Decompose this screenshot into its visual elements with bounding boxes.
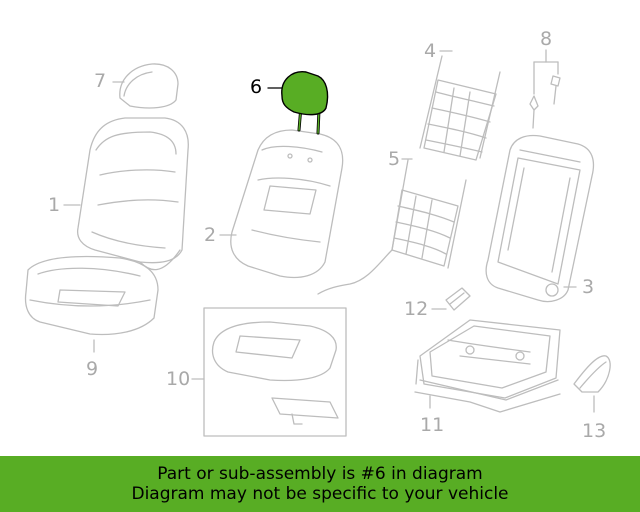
parts-diagram: 7 1 2 6 4 5 8 3 12 9 10 11 13 bbox=[24, 28, 611, 442]
part-11-seat-track bbox=[414, 319, 561, 413]
part-8-bolts bbox=[529, 75, 561, 129]
callout-5[interactable]: 5 bbox=[388, 148, 401, 170]
callout-13[interactable]: 13 bbox=[582, 420, 607, 442]
callout-7[interactable]: 7 bbox=[94, 70, 107, 92]
leader-lines bbox=[63, 49, 595, 413]
part-3-seat-back-frame bbox=[485, 134, 595, 303]
part-7-headrest bbox=[119, 63, 179, 109]
callout-4[interactable]: 4 bbox=[424, 40, 437, 62]
callout-1[interactable]: 1 bbox=[48, 194, 61, 216]
part-13-side-shield bbox=[573, 355, 611, 393]
part-5-lower-suspension bbox=[317, 159, 467, 295]
callout-8[interactable]: 8 bbox=[540, 28, 553, 50]
diagram-artwork bbox=[24, 49, 611, 437]
part-6-headrest-highlighted bbox=[281, 71, 329, 135]
part-4-upper-suspension bbox=[419, 55, 501, 161]
part-12-clip bbox=[445, 287, 471, 311]
callout-3[interactable]: 3 bbox=[582, 276, 595, 298]
part-1-seat-back-cover bbox=[76, 117, 189, 271]
info-banner: Part or sub-assembly is #6 in diagram Di… bbox=[0, 456, 640, 512]
part-2-seat-back-pad bbox=[230, 129, 344, 279]
callout-6[interactable]: 6 bbox=[250, 76, 263, 98]
banner-line-part-info: Part or sub-assembly is #6 in diagram bbox=[157, 464, 483, 484]
callout-9[interactable]: 9 bbox=[86, 358, 99, 380]
callout-2[interactable]: 2 bbox=[204, 224, 217, 246]
callout-10[interactable]: 10 bbox=[166, 368, 191, 390]
part-9-seat-cushion bbox=[24, 255, 159, 336]
callout-11[interactable]: 11 bbox=[420, 414, 445, 436]
callout-12[interactable]: 12 bbox=[404, 298, 429, 320]
banner-line-disclaimer: Diagram may not be specific to your vehi… bbox=[131, 484, 509, 504]
part-10-cushion-kit bbox=[203, 307, 347, 437]
